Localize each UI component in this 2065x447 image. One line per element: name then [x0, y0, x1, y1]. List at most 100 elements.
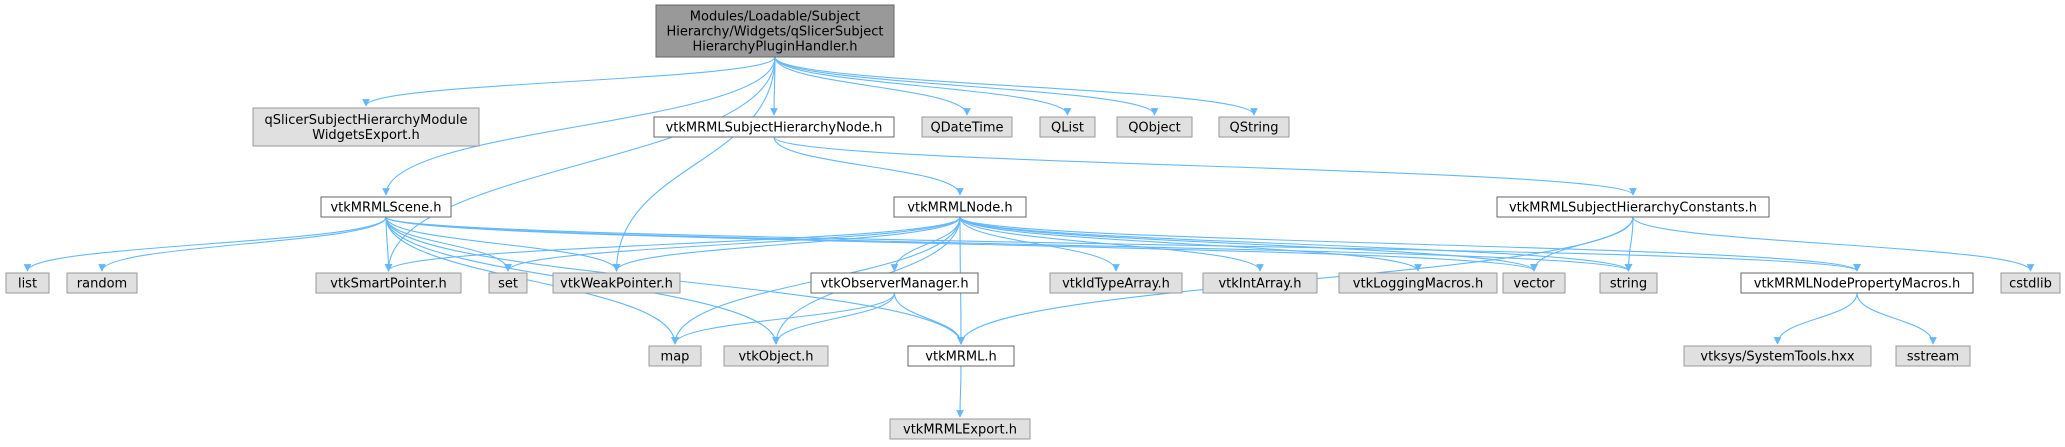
node-box-propmacros	[1740, 272, 1974, 294]
edge-obsmgr-to-vtkobject	[772, 292, 896, 345]
edge-root-to-qlist	[774, 56, 1072, 116]
edge-root-to-scene	[382, 56, 776, 196]
node-box-idtype	[1049, 272, 1183, 294]
node-vector[interactable]: vector	[1502, 272, 1566, 294]
node-set[interactable]: set	[488, 272, 528, 294]
node-label-idtype: vtkIdTypeArray.h	[1062, 277, 1170, 292]
node-box-qsshmwe	[252, 107, 480, 147]
node-label-shconst: vtkMRMLSubjectHierarchyConstants.h	[1509, 201, 1757, 216]
node-label-root: Modules/Loadable/Subject	[690, 10, 860, 25]
node-intarray[interactable]: vtkIntArray.h	[1202, 272, 1318, 294]
edge-propmacros-to-systools	[1773, 292, 1858, 345]
edge-mrmlnode-to-propmacros	[959, 216, 1861, 272]
node-scene[interactable]: vtkMRMLScene.h	[320, 196, 452, 218]
edge-vtkmrml-to-mrmlexport	[956, 365, 964, 418]
edge-root-to-qsshmwe	[362, 56, 776, 107]
edge-mrmlnode-to-string	[959, 216, 1633, 272]
node-label-random: random	[77, 277, 127, 292]
edge-mrmlnode-to-obsmgr	[890, 216, 961, 272]
node-box-qstring	[1218, 116, 1290, 138]
node-qlist[interactable]: QList	[1039, 116, 1096, 138]
node-label-smartptr: vtkSmartPointer.h	[330, 277, 446, 292]
node-box-set	[488, 272, 528, 294]
node-label-weakptr: vtkWeakPointer.h	[560, 277, 673, 292]
node-box-map	[648, 345, 702, 367]
node-smartptr[interactable]: vtkSmartPointer.h	[315, 272, 462, 294]
node-box-vtkobject	[723, 345, 829, 367]
node-qdatetime[interactable]: QDateTime	[921, 116, 1013, 138]
node-shconst[interactable]: vtkMRMLSubjectHierarchyConstants.h	[1496, 196, 1770, 218]
node-list[interactable]: list	[5, 272, 50, 294]
edge-mrmlnode-to-set	[504, 216, 961, 272]
node-mrmlnode[interactable]: vtkMRMLNode.h	[893, 196, 1027, 218]
node-box-vector	[1502, 272, 1566, 294]
edge-scene-to-random	[98, 216, 387, 272]
node-label-sstream: sstream	[1907, 350, 1959, 365]
node-propmacros[interactable]: vtkMRMLNodePropertyMacros.h	[1740, 272, 1974, 294]
node-box-qdatetime	[921, 116, 1013, 138]
node-box-mrmlexport	[889, 418, 1031, 440]
node-label-systools: vtksys/SystemTools.hxx	[1700, 350, 1855, 365]
node-box-systools	[1683, 345, 1872, 367]
node-label-map: map	[661, 350, 690, 365]
node-box-string	[1599, 272, 1658, 294]
node-shnode[interactable]: vtkMRMLSubjectHierarchyNode.h	[653, 116, 895, 138]
node-logging[interactable]: vtkLoggingMacros.h	[1338, 272, 1498, 294]
edge-mrmlnode-to-smartptr	[384, 216, 961, 272]
node-vtkmrml[interactable]: vtkMRML.h	[907, 345, 1015, 367]
edge-shnode-to-mrmlnode	[773, 136, 964, 196]
node-weakptr[interactable]: vtkWeakPointer.h	[552, 272, 681, 294]
node-idtype[interactable]: vtkIdTypeArray.h	[1049, 272, 1183, 294]
node-label-qstring: QString	[1229, 121, 1278, 136]
node-label-mrmlnode: vtkMRMLNode.h	[907, 201, 1012, 216]
edge-shnode-to-shconst	[773, 136, 1637, 196]
node-label-qlist: QList	[1051, 121, 1084, 136]
edge-scene-to-propmacros	[385, 216, 1861, 272]
node-label-shnode: vtkMRMLSubjectHierarchyNode.h	[666, 121, 883, 136]
node-label-string: string	[1610, 277, 1647, 292]
node-box-logging	[1338, 272, 1498, 294]
node-box-qobject	[1116, 116, 1193, 138]
edge-mrmlnode-to-vector	[959, 216, 1538, 272]
node-systools[interactable]: vtksys/SystemTools.hxx	[1683, 345, 1872, 367]
node-label-scene: vtkMRMLScene.h	[330, 201, 441, 216]
node-label-list: list	[18, 277, 37, 292]
node-box-cstdlib	[2000, 272, 2061, 294]
edge-shconst-to-cstdlib	[1632, 216, 2035, 272]
node-label-set: set	[498, 277, 518, 292]
node-qsshmwe[interactable]: qSlicerSubjectHierarchyModuleWidgetsExpo…	[252, 107, 480, 147]
edge-obsmgr-to-map	[671, 292, 896, 345]
node-label-qobject: QObject	[1128, 121, 1181, 136]
edge-scene-to-set	[385, 216, 512, 272]
node-root[interactable]: Modules/Loadable/SubjectHierarchy/Widget…	[655, 4, 895, 58]
edge-root-to-qstring	[774, 56, 1258, 116]
node-qobject[interactable]: QObject	[1116, 116, 1193, 138]
node-string[interactable]: string	[1599, 272, 1658, 294]
edge-obsmgr-to-vtkmrml	[893, 292, 965, 345]
node-label-qsshmwe: qSlicerSubjectHierarchyModule	[265, 113, 468, 128]
node-map[interactable]: map	[648, 345, 702, 367]
edge-mrmlnode-to-logging	[959, 216, 1422, 272]
edge-scene-to-string	[385, 216, 1633, 272]
node-label-logging: vtkLoggingMacros.h	[1353, 277, 1483, 292]
node-box-list	[5, 272, 50, 294]
node-box-mrmlnode	[893, 196, 1027, 218]
edge-root-to-qobject	[774, 56, 1159, 116]
node-box-qlist	[1039, 116, 1096, 138]
node-label-vtkmrml: vtkMRML.h	[925, 350, 996, 365]
node-sstream[interactable]: sstream	[1895, 345, 1971, 367]
node-random[interactable]: random	[66, 272, 138, 294]
edge-mrmlnode-to-weakptr	[612, 216, 961, 272]
node-cstdlib[interactable]: cstdlib	[2000, 272, 2061, 294]
node-obsmgr[interactable]: vtkObserverManager.h	[810, 272, 979, 294]
node-mrmlexport[interactable]: vtkMRMLExport.h	[889, 418, 1031, 440]
node-label-root: HierarchyPluginHandler.h	[693, 40, 858, 55]
node-vtkobject[interactable]: vtkObject.h	[723, 345, 829, 367]
node-box-random	[66, 272, 138, 294]
node-box-vtkmrml	[907, 345, 1015, 367]
node-qstring[interactable]: QString	[1218, 116, 1290, 138]
nodes-layer: Modules/Loadable/SubjectHierarchy/Widget…	[5, 4, 2061, 440]
edge-root-to-smartptr	[384, 56, 776, 272]
node-label-intarray: vtkIntArray.h	[1218, 277, 1301, 292]
